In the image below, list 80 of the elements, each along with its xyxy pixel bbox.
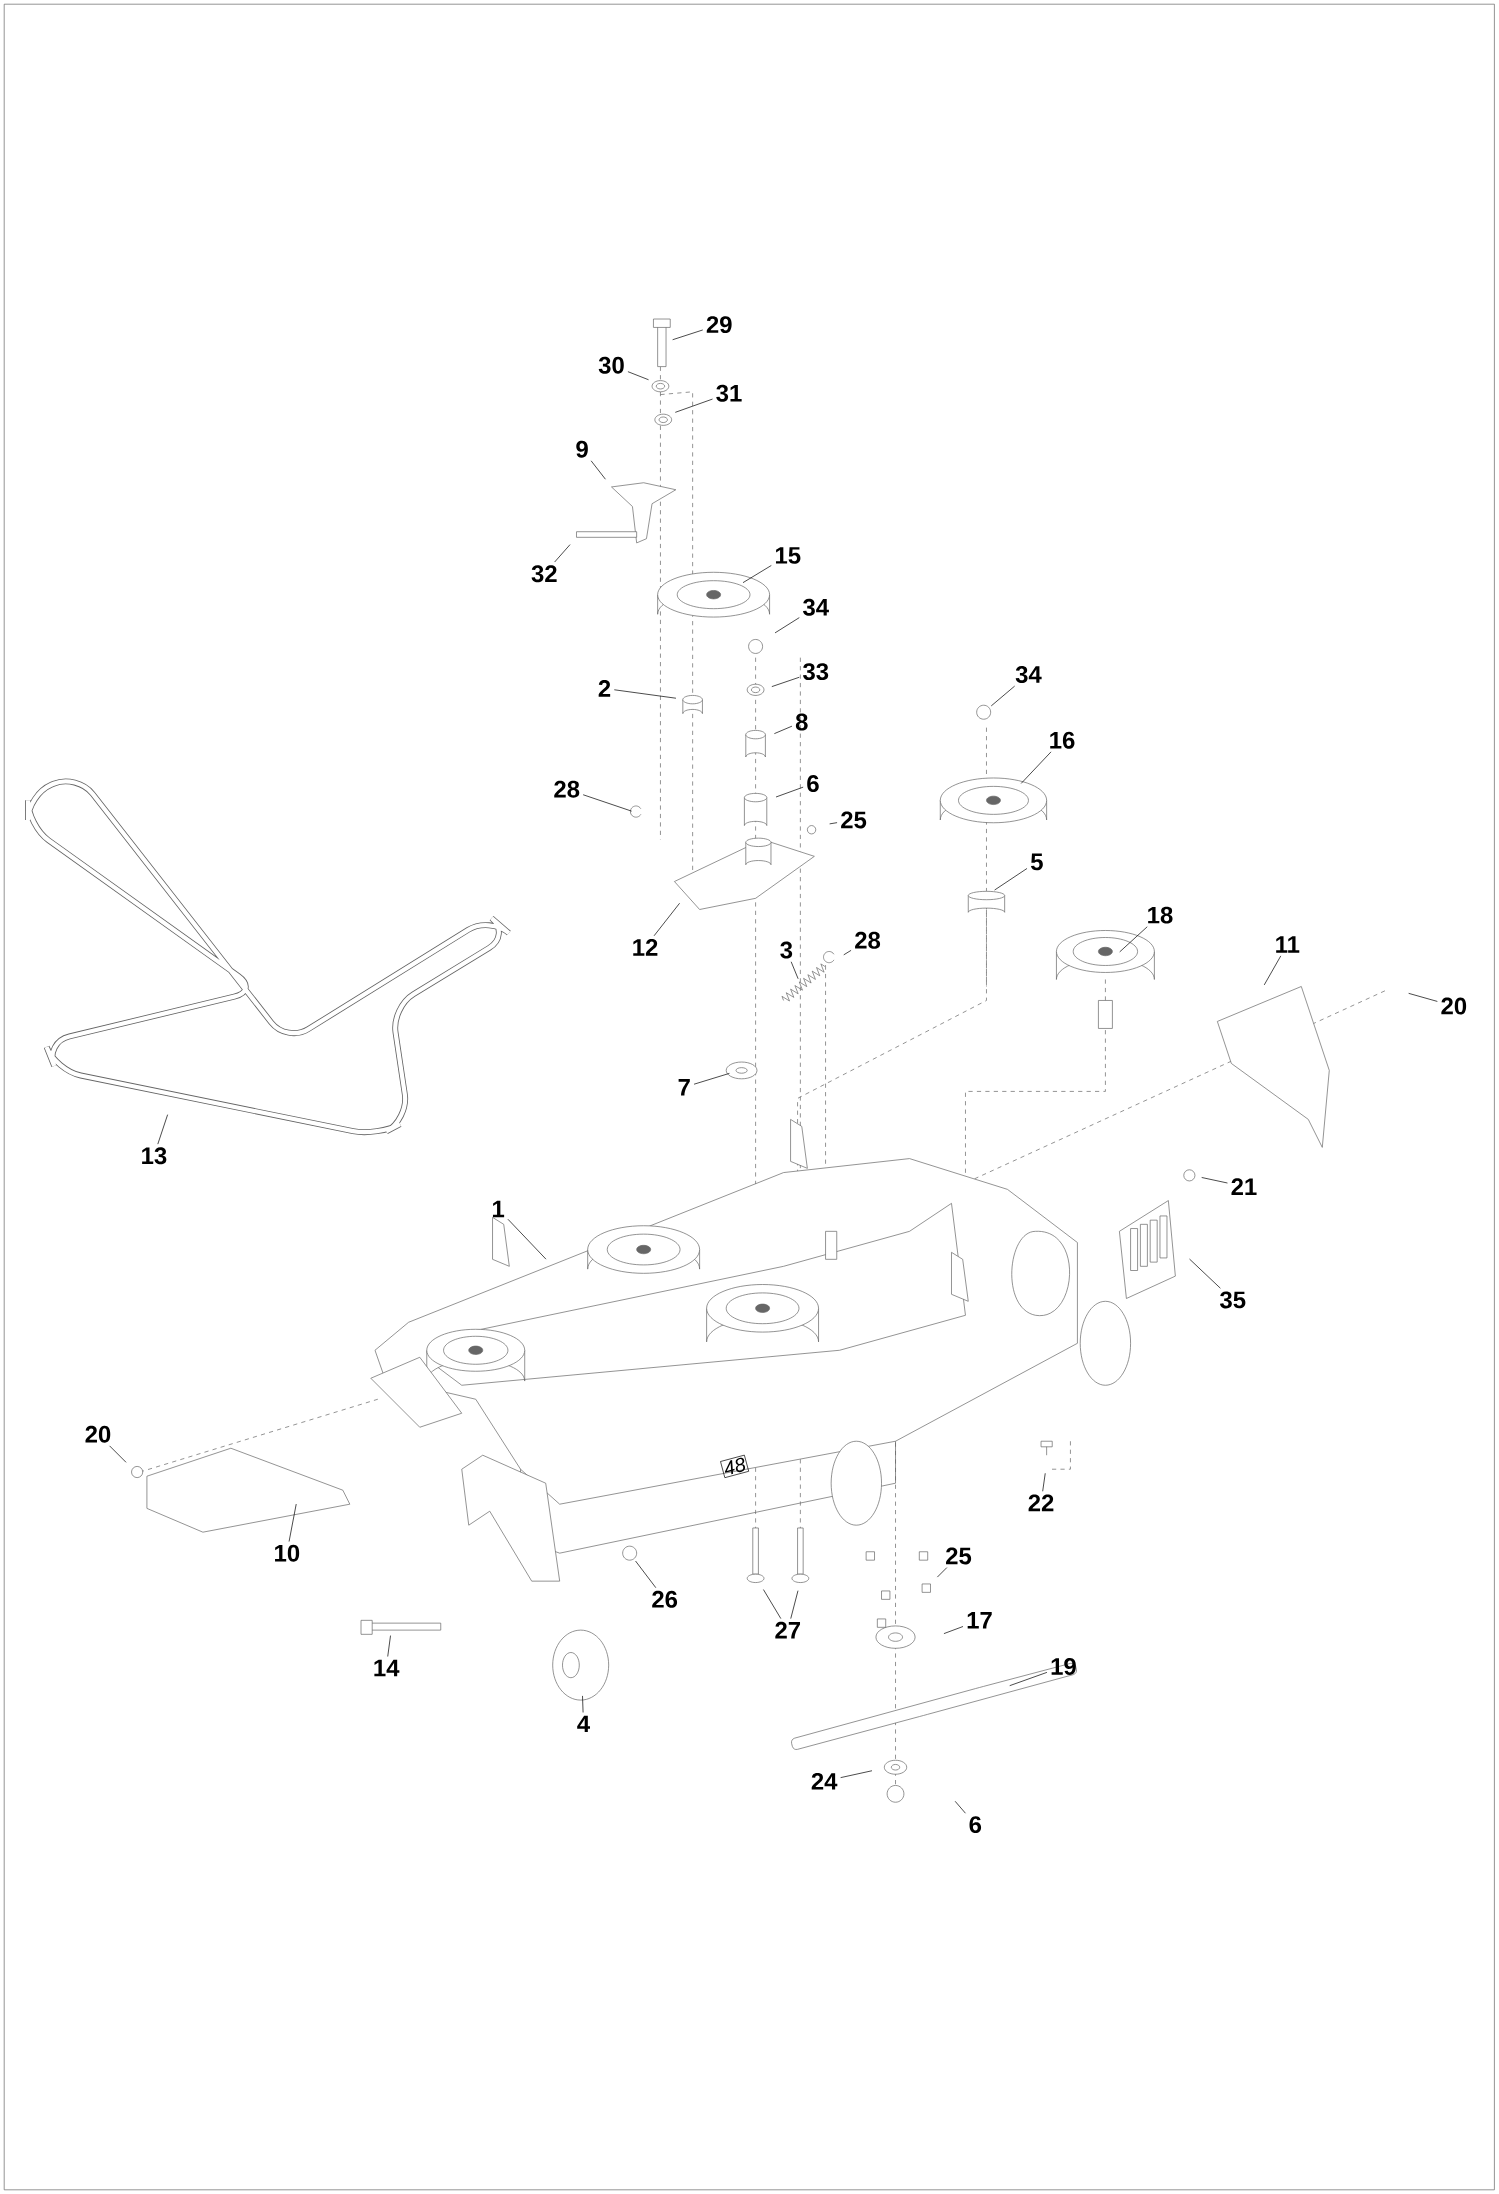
leader-line <box>1009 1672 1048 1686</box>
leader-line <box>109 1445 127 1463</box>
callout-number: 11 <box>1276 936 1300 953</box>
leader-line <box>1119 926 1148 953</box>
callout-number: 20 <box>85 1425 111 1443</box>
leader-line <box>157 1114 169 1145</box>
callout-number: 14 <box>374 1659 400 1677</box>
leader-line <box>843 950 852 956</box>
leader-line <box>635 1560 657 1589</box>
callout-number: 12 <box>633 938 658 956</box>
callout-number: 28 <box>554 780 580 798</box>
callout-number: 9 <box>576 440 589 458</box>
leader-line <box>1408 993 1438 1002</box>
callout-number: 27 <box>775 1621 801 1639</box>
leader-line <box>771 676 800 687</box>
leader-line <box>614 689 677 699</box>
callout-number: 3 <box>780 941 793 959</box>
leader-line <box>554 544 571 563</box>
leader-line <box>840 1770 873 1778</box>
leader-line <box>507 1218 547 1260</box>
leader-line <box>672 329 704 341</box>
callout-number: 20 <box>1441 997 1467 1015</box>
leader-line <box>763 1589 782 1619</box>
callout-number: 15 <box>776 547 801 564</box>
leader-line <box>775 786 804 798</box>
callout-number: 17 <box>967 1612 992 1629</box>
callout-number: 33 <box>803 663 829 681</box>
callout-number: 31 <box>716 384 742 402</box>
leader-line <box>387 1635 392 1657</box>
callout-number: 6 <box>807 775 819 793</box>
leader-line <box>994 868 1028 891</box>
leader-line <box>582 1695 584 1713</box>
deck-number: 48 <box>720 1454 750 1479</box>
leader-line <box>742 565 772 583</box>
callout-number: 7 <box>678 1079 691 1096</box>
callout-number: 30 <box>598 356 624 374</box>
callout-number: 28 <box>855 931 881 949</box>
leader-line <box>1201 1177 1229 1184</box>
leader-line <box>653 902 681 937</box>
leader-line <box>943 1626 964 1634</box>
leader-line <box>791 961 799 980</box>
leader-line <box>1189 1258 1221 1289</box>
leader-line <box>627 371 650 381</box>
callout-number: 22 <box>1028 1494 1054 1512</box>
leader-line <box>1264 955 1282 986</box>
leader-line <box>790 1590 799 1619</box>
callout-number: 26 <box>652 1590 678 1608</box>
leader-line <box>991 685 1016 707</box>
callout-number: 24 <box>811 1772 838 1790</box>
callout-number: 2 <box>598 680 611 697</box>
callout-number: 8 <box>796 713 808 731</box>
leader-line <box>583 794 633 812</box>
callout-number: 5 <box>1031 853 1044 871</box>
leader-line <box>774 725 793 734</box>
callout-number: 34 <box>1015 665 1042 683</box>
callout-number: 10 <box>275 1544 300 1562</box>
callout-number: 18 <box>1148 906 1173 924</box>
leader-line <box>1021 751 1052 784</box>
leader-line <box>829 822 838 825</box>
leader-line <box>693 1073 730 1085</box>
callout-number: 29 <box>706 316 732 334</box>
callout-number: 19 <box>1051 1658 1077 1675</box>
callout-number: 4 <box>577 1715 591 1733</box>
callout-number: 34 <box>803 598 830 616</box>
callout-number: 25 <box>841 811 867 829</box>
callout-number: 6 <box>969 1816 982 1834</box>
callout-number: 32 <box>531 565 557 583</box>
callout-number: 25 <box>946 1547 972 1565</box>
callout-number: 13 <box>142 1147 167 1165</box>
leader-line <box>675 398 714 413</box>
callout-number: 16 <box>1050 731 1075 749</box>
callout-number: 21 <box>1231 1178 1257 1195</box>
leader-line <box>774 617 800 634</box>
leader-line <box>288 1503 297 1542</box>
callout-number: 35 <box>1220 1291 1246 1309</box>
callout-number: 1 <box>493 1200 505 1218</box>
leader-line <box>955 1800 966 1814</box>
leader-line <box>937 1567 948 1578</box>
leader-line <box>1042 1472 1046 1492</box>
leader-line <box>590 460 606 480</box>
